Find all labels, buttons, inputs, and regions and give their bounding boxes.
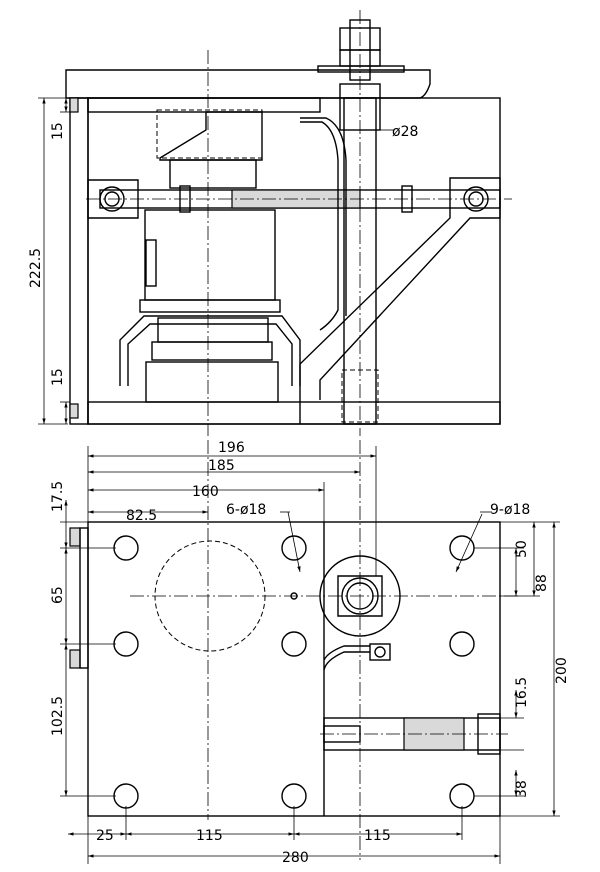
right-lug: [299, 177, 501, 424]
dim-280: 280: [282, 850, 309, 866]
bottom-platen: [157, 317, 269, 343]
dim-height-222-5: 222.5: [28, 248, 44, 288]
dim-102-5: 102.5: [50, 696, 66, 736]
bottom-bracket: [119, 315, 301, 386]
dim-82-5: 82.5: [126, 508, 157, 524]
base-plate-front: [87, 401, 501, 425]
cable-top: [323, 651, 370, 671]
dim-196: 196: [218, 440, 245, 456]
dim-6-holes: 6-ø18: [226, 502, 266, 518]
dim-160: 160: [192, 484, 219, 500]
dim-200: 200: [554, 657, 570, 684]
cable-clip-dot: [374, 646, 386, 658]
load-cell-flange: [139, 299, 281, 313]
load-cell-cap: [169, 159, 257, 189]
dim-25: 25: [96, 828, 114, 844]
bottom-bracket-inner: [127, 323, 293, 386]
dim-50: 50: [514, 540, 530, 558]
dim-bottom-plate: 15: [50, 368, 66, 386]
top-plate-front: [87, 97, 321, 113]
load-cell-body: [144, 209, 276, 301]
hole: [449, 631, 475, 657]
side-lug-left: [79, 527, 89, 669]
hole: [281, 783, 307, 809]
side-bolt-1: [69, 527, 81, 547]
dim-115-left: 115: [196, 828, 223, 844]
base-plate-top: [87, 521, 501, 817]
bolt-holes: [113, 535, 475, 809]
dim-88: 88: [534, 574, 550, 592]
hole: [449, 783, 475, 809]
top-view: 196 185 160 82.5 6-ø18 9-ø18 17.5 65 102…: [50, 440, 570, 866]
dim-115-right: 115: [364, 828, 391, 844]
cable: [300, 121, 339, 331]
cable-top-2: [323, 645, 370, 661]
dim-16-5: 16.5: [514, 677, 530, 708]
left-bolt-top: [69, 97, 79, 113]
cable-2: [300, 117, 347, 316]
load-cell-top: [159, 111, 263, 161]
bottom-platen-ring: [151, 341, 273, 361]
rod-washer: [317, 65, 405, 73]
left-lug: [87, 179, 139, 219]
hole: [113, 783, 139, 809]
side-bolt-2: [69, 649, 81, 669]
load-cell-side: [145, 239, 157, 287]
dim-65: 65: [50, 586, 66, 604]
bottom-base: [145, 361, 279, 403]
dim-rod-diameter: ø28: [392, 124, 418, 140]
dim-17-5: 17.5: [50, 481, 66, 512]
front-view: ø28 222.5 15 15: [28, 10, 512, 436]
dim-185: 185: [208, 458, 235, 474]
left-bolt-bottom: [69, 403, 79, 419]
rod-nut-hex: [337, 575, 383, 617]
hole: [281, 535, 307, 561]
hole: [281, 631, 307, 657]
hole: [113, 631, 139, 657]
dim-top-plate: 15: [50, 122, 66, 140]
dim-38: 38: [514, 780, 530, 798]
left-wall: [69, 97, 89, 425]
front-housing: [87, 97, 501, 425]
hole: [113, 535, 139, 561]
dim-9-holes: 9-ø18: [490, 502, 530, 518]
